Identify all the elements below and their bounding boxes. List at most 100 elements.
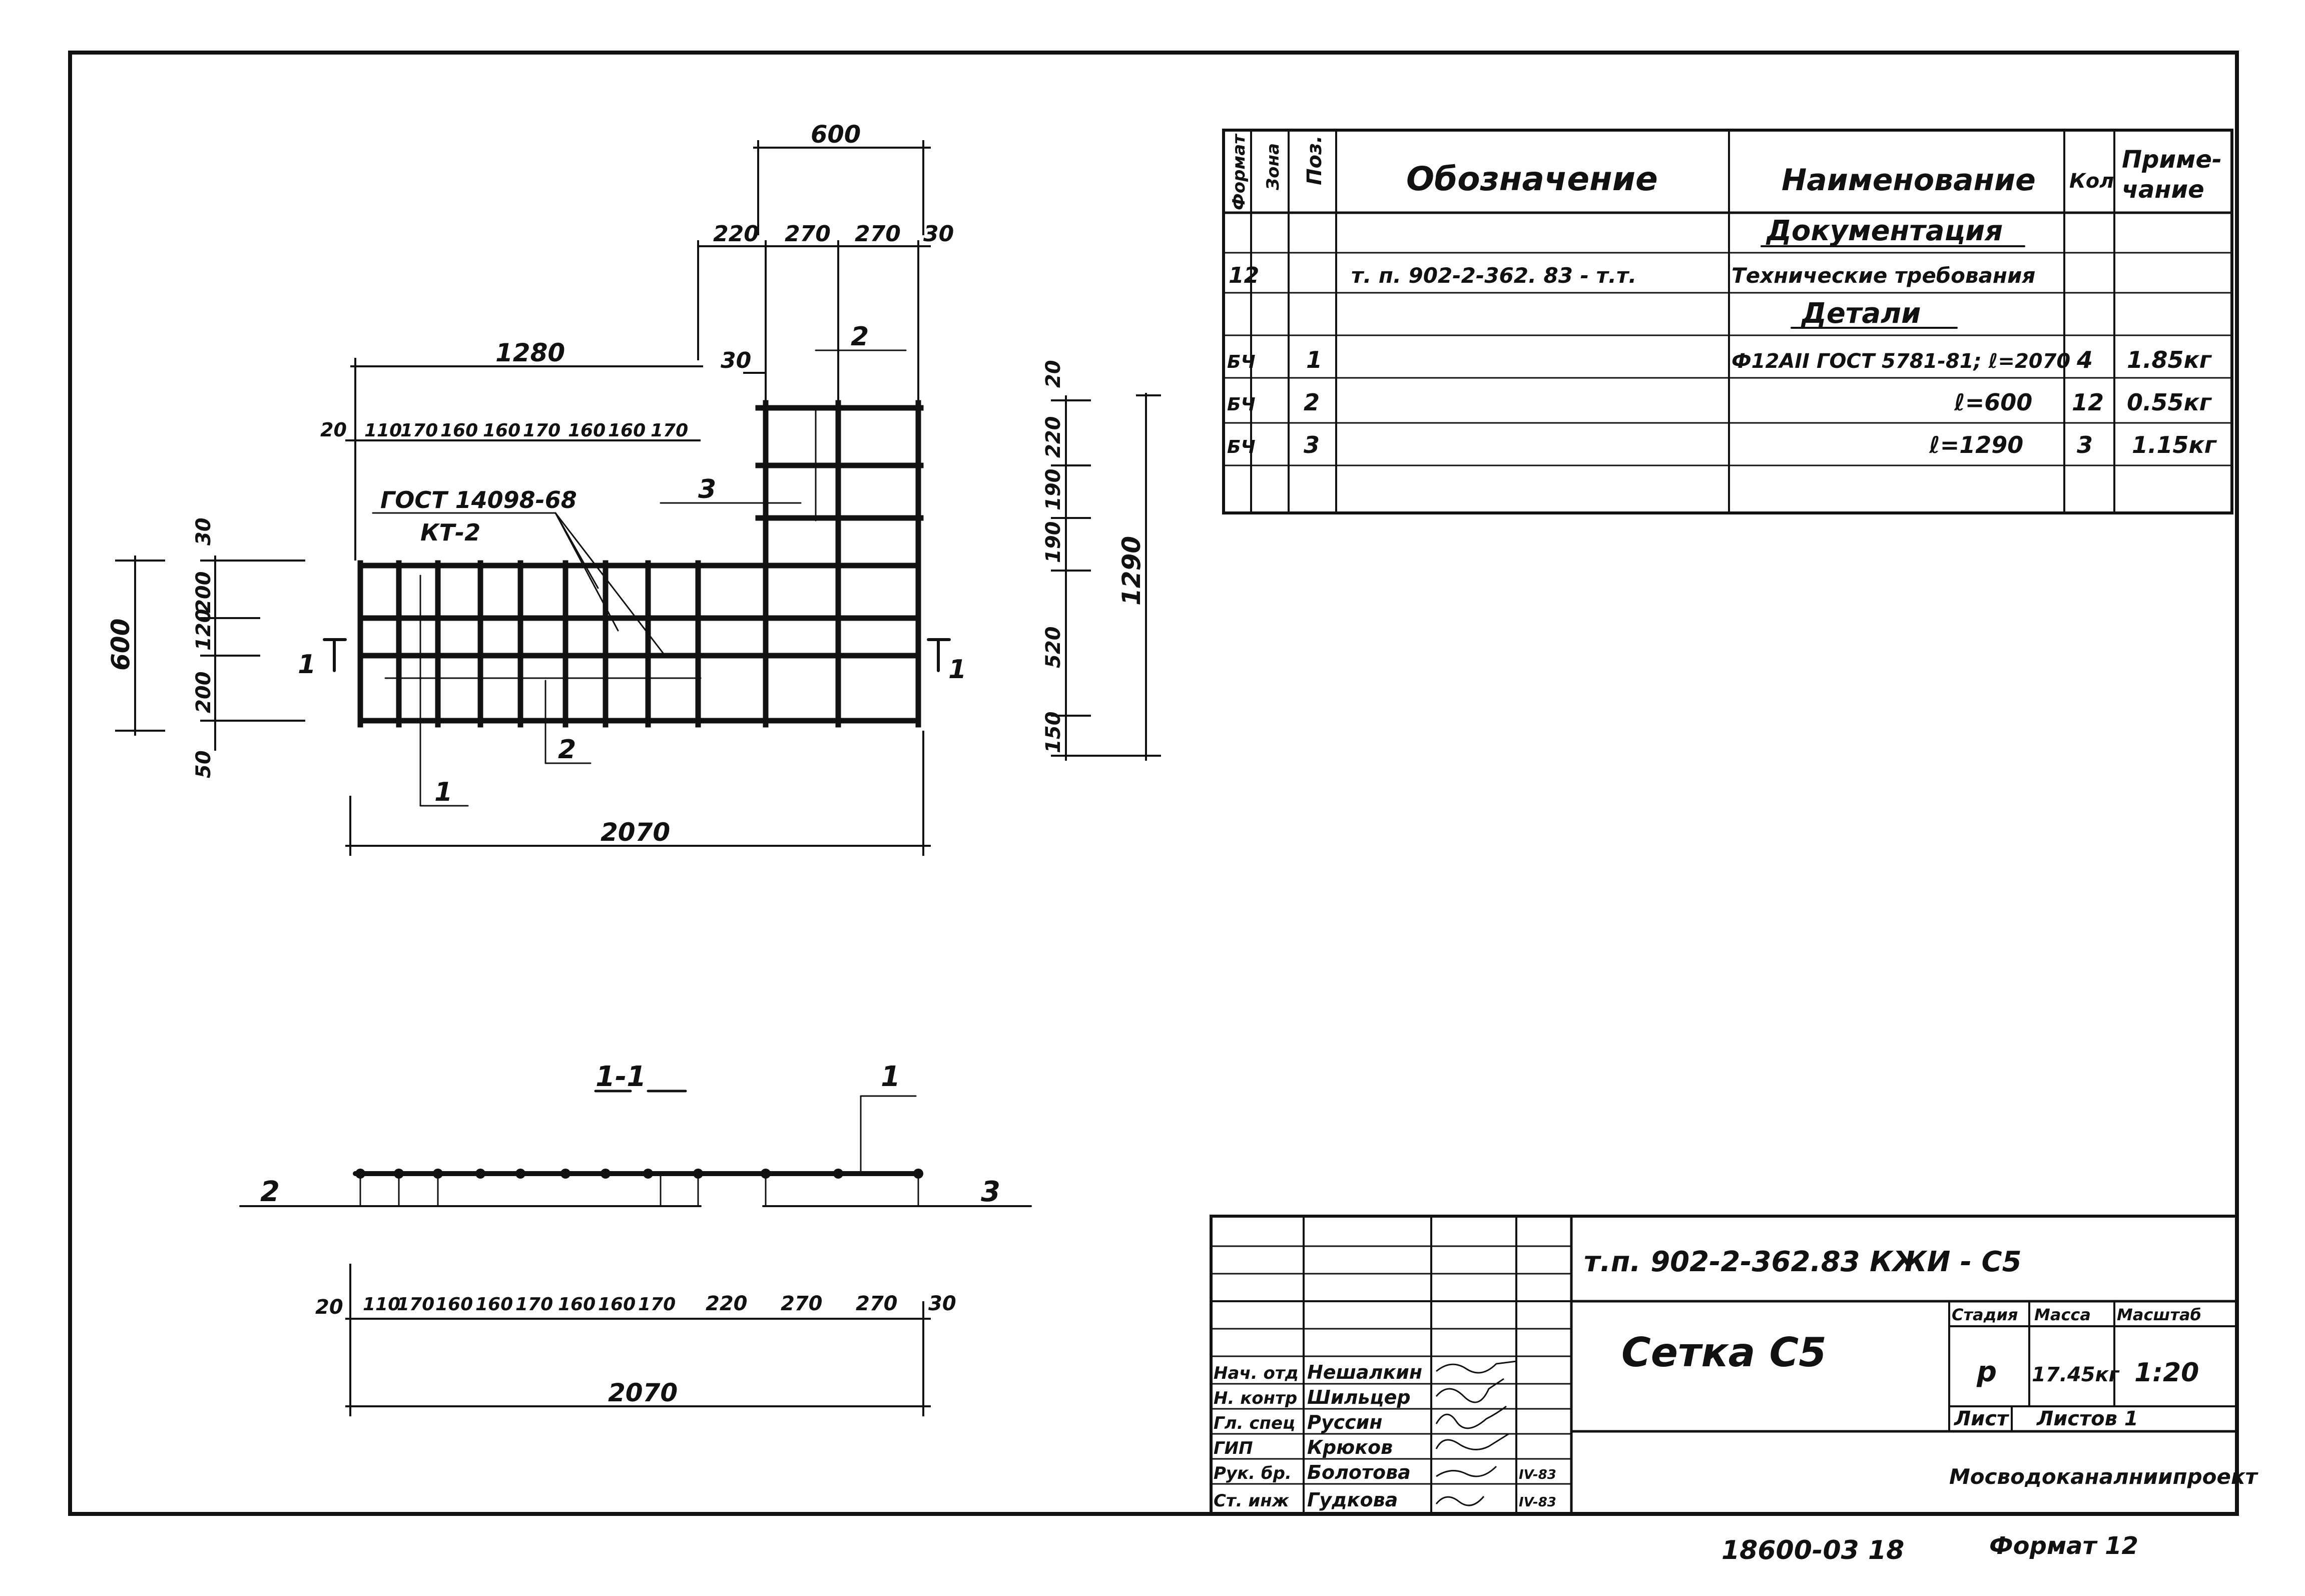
scale-label: Масштаб <box>2117 1305 2201 1324</box>
svg-text:Технические требования: Технические требования <box>1732 263 2035 288</box>
svg-text:30: 30 <box>923 221 954 247</box>
spec-row-1: БЧ 1 Ф12АII ГОСТ 5781-81; ℓ=2070 4 1.85к… <box>1227 346 2212 373</box>
dim-left-600: 600 30 200 120 200 50 <box>106 517 305 778</box>
spec-table: Формат Зона Поз. Обозначение Наименовани… <box>1222 129 2233 514</box>
svg-text:30: 30 <box>721 348 751 373</box>
svg-text:160: 160 <box>558 1294 596 1315</box>
cut-left-label: 1 <box>298 650 316 680</box>
cut-right-label: 1 <box>948 655 966 685</box>
spec-row-0: 12 т. п. 902-2-362. 83 - т.т. Технически… <box>1229 263 2035 288</box>
header-name: Наименование <box>1782 163 2036 198</box>
svg-text:12: 12 <box>1229 263 1259 288</box>
spec-row-2: БЧ 2 ℓ=600 12 0.55кг <box>1227 389 2212 416</box>
svg-text:170: 170 <box>523 420 560 441</box>
svg-text:Ф12АII ГОСТ 5781-81; ℓ=2070: Ф12АII ГОСТ 5781-81; ℓ=2070 <box>1732 350 2070 373</box>
section-ticks <box>355 1169 923 1207</box>
svg-text:Нач. отд: Нач. отд <box>1214 1363 1299 1383</box>
svg-text:170: 170 <box>397 1294 434 1315</box>
drawing-title: Сетка С5 <box>1621 1329 1827 1376</box>
svg-text:0.55кг: 0.55кг <box>2127 389 2212 416</box>
pos2-top-label: 2 <box>851 322 869 352</box>
svg-text:520: 520 <box>1042 627 1065 669</box>
svg-text:1290: 1290 <box>1117 536 1146 606</box>
svg-text:270: 270 <box>856 1292 898 1315</box>
person-row-2: Гл. спец Руссин <box>1214 1411 1383 1433</box>
svg-text:3: 3 <box>2077 431 2093 458</box>
svg-text:270: 270 <box>855 221 901 247</box>
person-row-0: Нач. отд Нешалкин <box>1214 1361 1422 1383</box>
dim-1280: 1280 30 <box>350 338 766 561</box>
svg-text:160: 160 <box>435 1294 473 1315</box>
dim-bottom-2070: 2070 <box>345 731 931 856</box>
svg-text:3: 3 <box>1304 431 1320 458</box>
svg-text:1: 1 <box>1306 346 1322 373</box>
plan-view: 1 1 ГОСТ 14098-68 КТ-2 3 2 1 2 600 <box>106 121 1161 856</box>
svg-text:270: 270 <box>785 221 831 247</box>
svg-text:110: 110 <box>363 1294 400 1315</box>
section-left-label: 2 <box>260 1176 280 1208</box>
cut-mark-right: 1 <box>927 638 966 685</box>
svg-text:Руссин: Руссин <box>1307 1411 1383 1433</box>
mass-label: Масса <box>2034 1305 2091 1324</box>
svg-text:160: 160 <box>568 420 606 441</box>
dim-top-split: 220 270 270 30 <box>697 221 954 400</box>
svg-text:Н. контр: Н. контр <box>1214 1388 1297 1408</box>
signatures <box>1435 1360 1517 1506</box>
scale-value: 1:20 <box>2134 1358 2199 1388</box>
person-row-4: Рук. бр. Болотова IV-83 <box>1214 1461 1556 1483</box>
section-docs: Документация <box>1766 215 2003 247</box>
dim-top-600: 600 <box>753 121 931 235</box>
kt-note: КТ-2 <box>420 519 480 546</box>
svg-text:600: 600 <box>811 121 861 149</box>
section-dims: 20 110 170 160 160 170 160 160 170 220 2… <box>315 1264 956 1416</box>
header-zone: Зона <box>1263 143 1283 191</box>
dim-left-row: 20 110 170 160 160 170 160 160 170 <box>320 419 701 441</box>
dim-right-stack: 20 220 190 190 520 150 1290 <box>1042 360 1161 761</box>
svg-text:220: 220 <box>1042 416 1065 458</box>
svg-text:Гудкова: Гудкова <box>1307 1489 1398 1511</box>
bars-pos2 <box>357 560 701 728</box>
header-qty: Кол <box>2069 170 2114 193</box>
sheet-label: Лист <box>1954 1407 2010 1430</box>
section-view: 1-1 1 <box>239 1060 1032 1416</box>
svg-text:170: 170 <box>638 1294 676 1315</box>
pos1-label: 1 <box>434 777 452 807</box>
svg-text:БЧ: БЧ <box>1227 352 1256 372</box>
svg-text:190: 190 <box>1042 469 1065 511</box>
person-row-5: Ст. инж Гудкова IV-83 <box>1214 1489 1556 1511</box>
svg-text:2070: 2070 <box>608 1378 678 1407</box>
svg-text:200: 200 <box>192 672 215 714</box>
svg-text:Крюков: Крюков <box>1307 1436 1393 1458</box>
section-right-label: 3 <box>981 1176 1000 1208</box>
svg-text:IV-83: IV-83 <box>1519 1467 1556 1482</box>
cut-mark-left: 1 <box>298 638 347 680</box>
svg-text:170: 170 <box>400 420 438 441</box>
svg-text:20: 20 <box>1042 360 1065 388</box>
svg-text:30: 30 <box>928 1292 956 1315</box>
title-block: Нач. отд Нешалкин Н. контр Шильцер Гл. с… <box>1210 1215 2259 1515</box>
header-designation: Обозначение <box>1406 160 1658 198</box>
svg-text:ГИП: ГИП <box>1214 1438 1253 1458</box>
svg-text:600: 600 <box>106 619 135 671</box>
svg-text:20: 20 <box>320 419 347 441</box>
header-note-2: чание <box>2122 176 2204 204</box>
svg-text:Нешалкин: Нешалкин <box>1307 1361 1422 1383</box>
svg-text:50: 50 <box>192 750 215 778</box>
svg-text:2: 2 <box>1304 389 1320 416</box>
gost-note: ГОСТ 14098-68 <box>380 486 577 513</box>
svg-text:2070: 2070 <box>601 818 670 847</box>
stage-value: р <box>1976 1356 1997 1388</box>
header-pos: Поз. <box>1303 136 1326 185</box>
svg-text:12: 12 <box>2072 389 2104 416</box>
svg-text:IV-83: IV-83 <box>1519 1495 1556 1510</box>
pos3-label: 3 <box>698 474 716 504</box>
section-title: 1-1 <box>596 1060 646 1093</box>
svg-text:4: 4 <box>2076 346 2093 373</box>
organization: Мосводоканалниипроект <box>1949 1464 2259 1489</box>
pos2-label: 2 <box>558 735 576 765</box>
person-row-1: Н. контр Шильцер <box>1214 1386 1411 1408</box>
header-note-1: Приме- <box>2122 146 2222 174</box>
svg-text:Гл. спец: Гл. спец <box>1214 1413 1295 1433</box>
sheets-label: Листов 1 <box>2036 1407 2138 1430</box>
